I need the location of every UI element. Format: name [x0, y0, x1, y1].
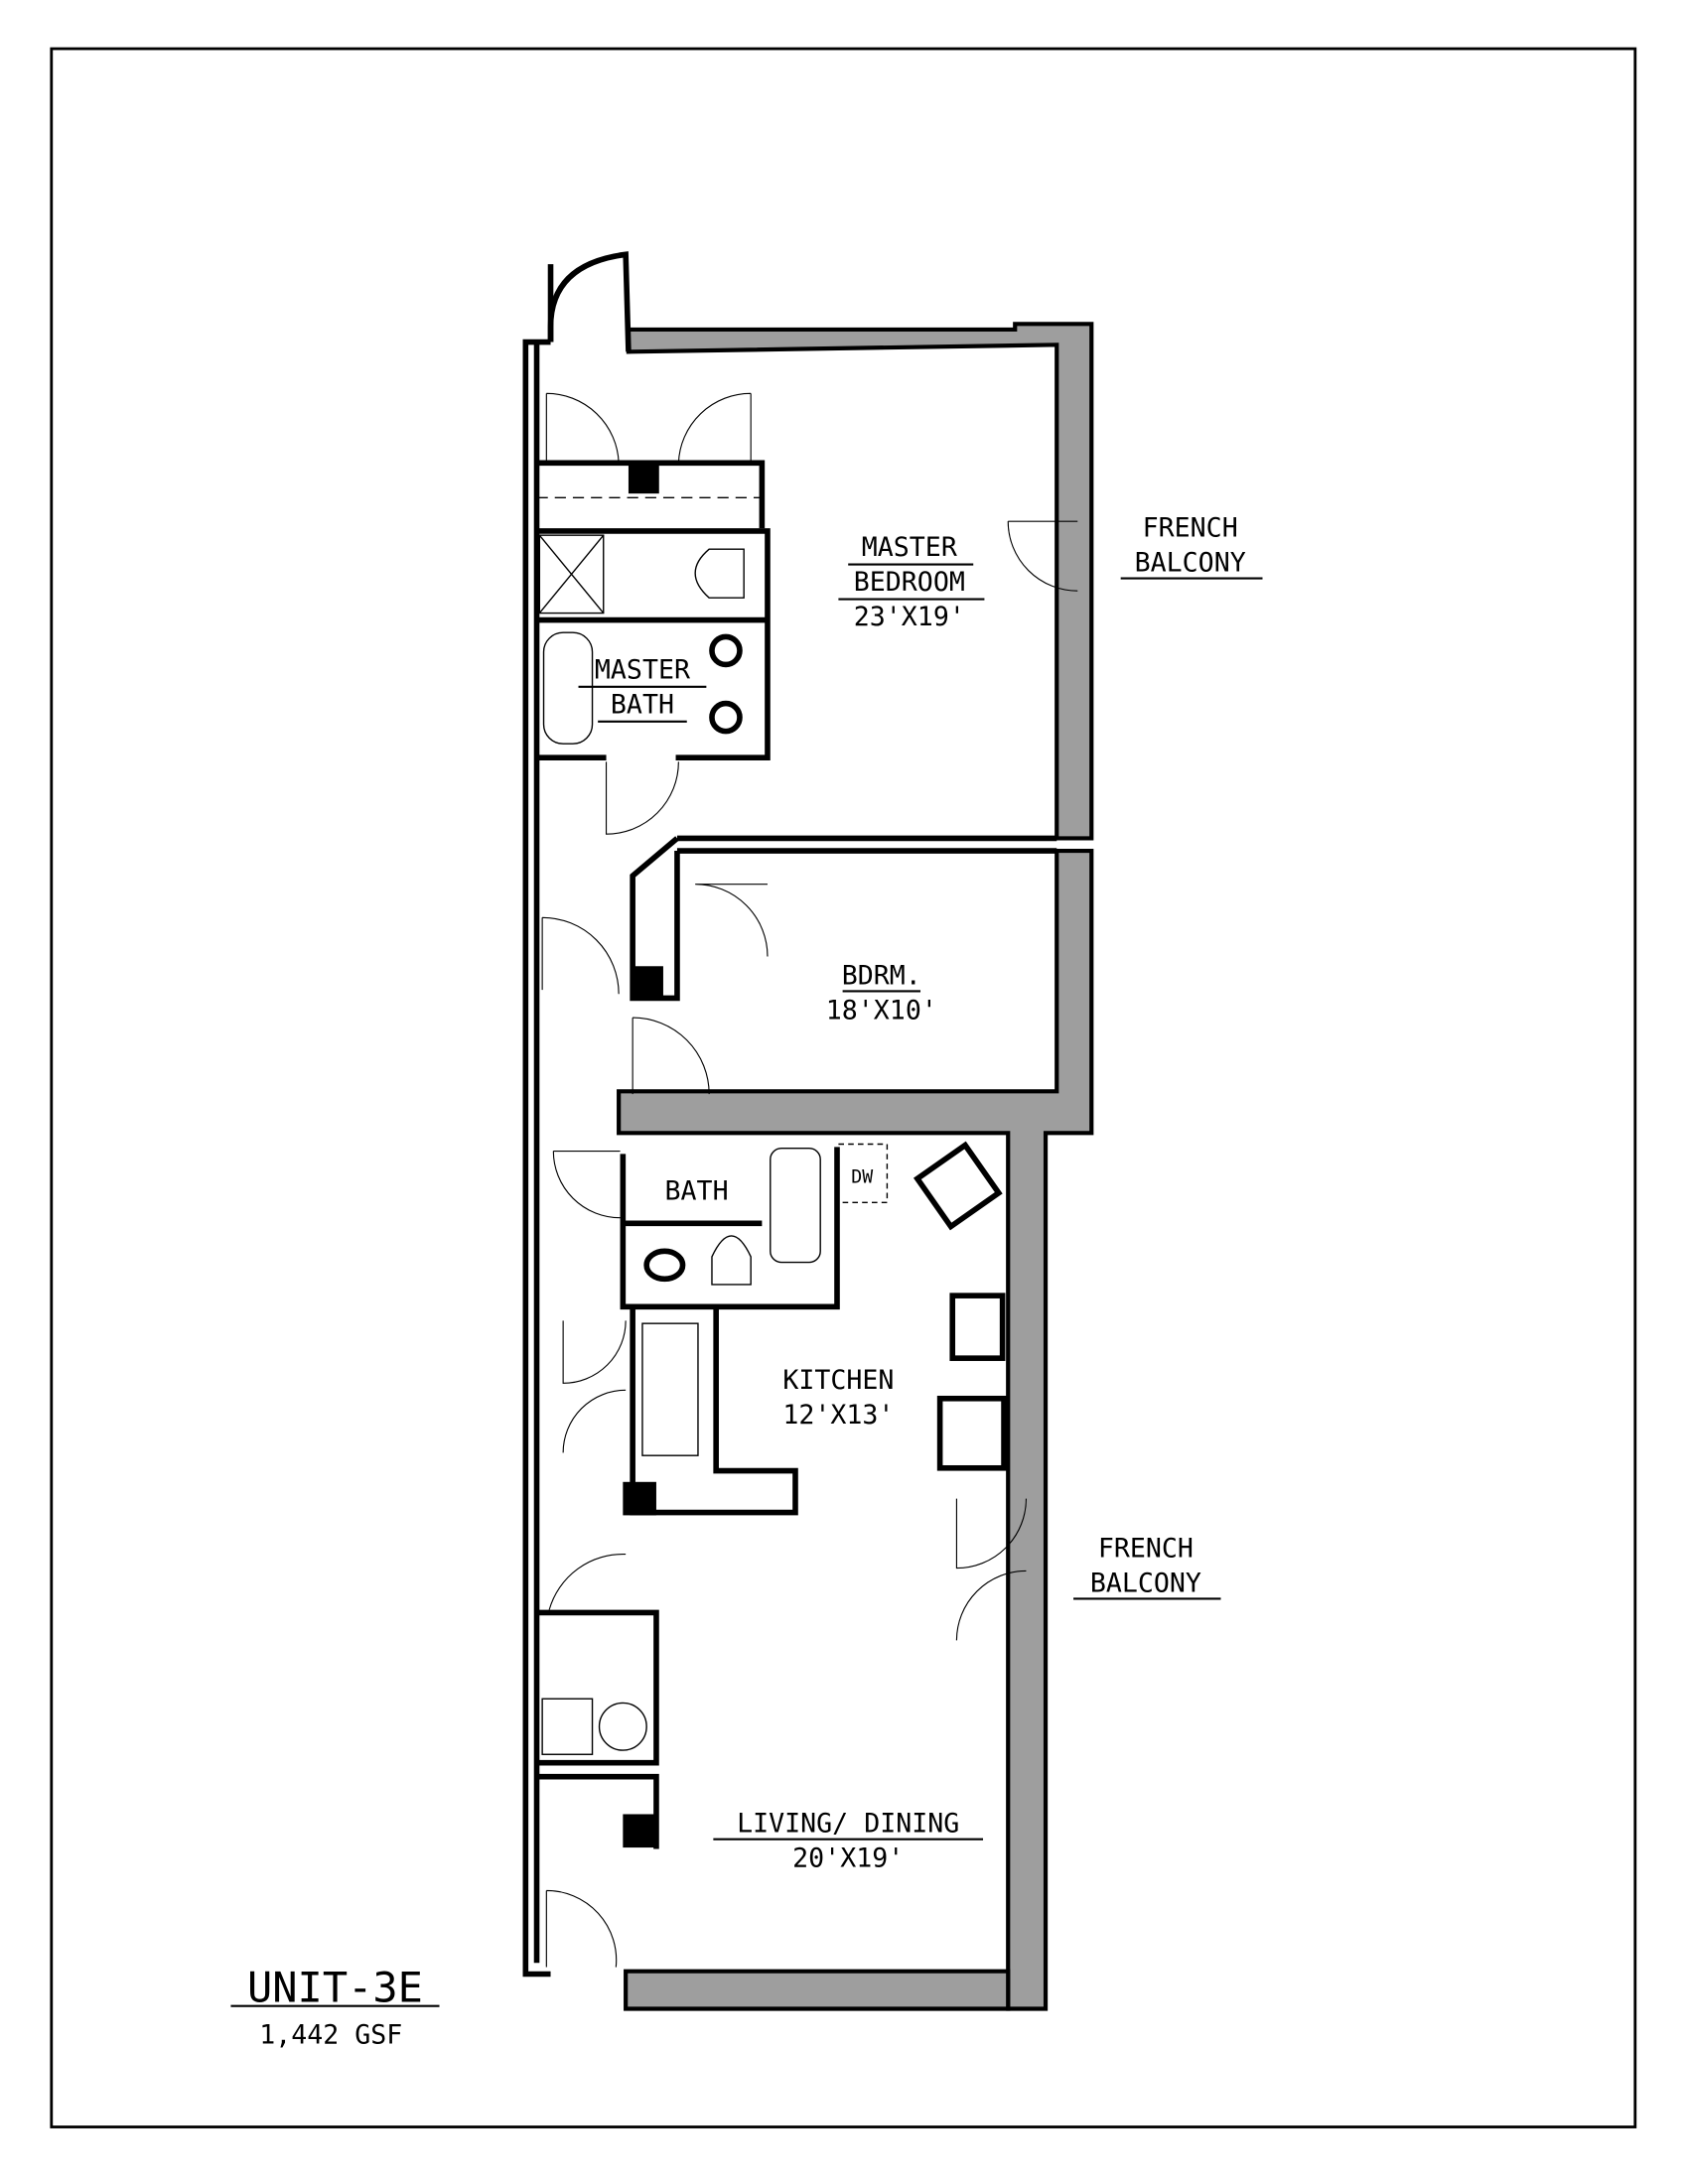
room-living-dining: LIVING/ DINING 20'X19' — [713, 1809, 984, 1874]
room-size: 12'X13' — [782, 1400, 894, 1431]
room-bedroom: BDRM. 18'X10' — [826, 960, 937, 1025]
entry-door[interactable] — [547, 251, 632, 352]
bottom-exterior-wall — [624, 1969, 1011, 2011]
room-name: MASTER — [595, 654, 691, 685]
french-balcony-lower: FRENCH BALCONY — [1073, 1533, 1221, 1600]
exterior-walls — [522, 322, 1094, 2011]
balcony-label: BALCONY — [1090, 1568, 1201, 1598]
unit-area: 1,442 GSF — [259, 2020, 402, 2051]
balcony-label: FRENCH — [1143, 513, 1238, 544]
room-master-bedroom: MASTER BEDROOM 23'X19' — [838, 532, 985, 632]
room-name: BATH — [611, 689, 674, 720]
balcony-label: BALCONY — [1135, 548, 1246, 579]
page-border — [50, 47, 1637, 2128]
room-name: MASTER — [862, 532, 958, 563]
room-name: LIVING/ DINING — [737, 1809, 959, 1840]
room-bath: BATH — [665, 1176, 729, 1207]
interior-walls: DW — [536, 460, 1057, 1849]
unit-title: UNIT-3E 1,442 GSF — [230, 1964, 440, 2051]
balcony-label: FRENCH — [1098, 1533, 1194, 1564]
interior-doors[interactable] — [541, 392, 1078, 1968]
room-name: BEDROOM — [854, 567, 965, 598]
room-master-bath: MASTER BATH — [578, 654, 707, 723]
unit-name: UNIT-3E — [247, 1964, 423, 2012]
room-size: 23'X19' — [854, 602, 965, 632]
room-kitchen: KITCHEN 12'X13' — [782, 1365, 894, 1431]
room-size: 18'X10' — [826, 995, 937, 1025]
room-name: KITCHEN — [782, 1365, 894, 1396]
dishwasher-label: DW — [851, 1167, 873, 1188]
room-name: BDRM. — [842, 960, 921, 991]
french-balcony-upper: FRENCH BALCONY — [1120, 513, 1263, 580]
top-exterior-wall — [626, 322, 1094, 841]
room-size: 20'X19' — [792, 1843, 904, 1874]
room-name: BATH — [665, 1176, 729, 1207]
